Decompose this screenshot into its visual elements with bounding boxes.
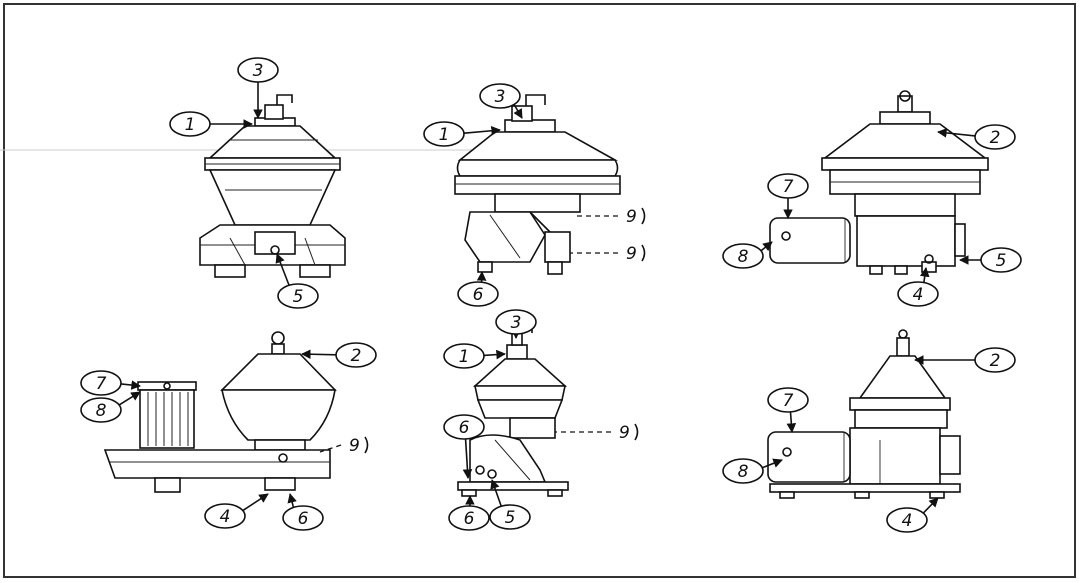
callout-unit-d-2: 2	[301, 342, 377, 368]
callout-number: 6	[298, 509, 309, 529]
callout-number: 4	[913, 285, 924, 305]
callout-number: 5	[293, 287, 304, 307]
callout-unit-b-6: 6	[457, 271, 499, 307]
callout-unit-a-3: 3	[237, 57, 279, 119]
callout-unit-b-9: 9	[570, 244, 646, 264]
callout-unit-d-6: 6	[282, 493, 324, 531]
callout-number: 9	[626, 207, 637, 227]
separator-unit-b	[454, 94, 621, 275]
callout-number: 9	[626, 244, 637, 264]
callout-unit-f-4: 4	[886, 497, 939, 533]
callout-number: 5	[505, 508, 516, 528]
callout-unit-c-5: 5	[959, 247, 1022, 273]
callout-unit-e-1: 1	[443, 343, 506, 369]
callout-number: 5	[996, 251, 1007, 271]
callout-unit-d-4: 4	[204, 493, 269, 529]
callout-number: 7	[783, 177, 794, 197]
callout-number: 2	[990, 351, 1001, 371]
callout-unit-e-6: 6	[448, 495, 490, 531]
callout-number: 1	[439, 125, 450, 145]
callout-number: 4	[902, 511, 913, 531]
callout-unit-c-8: 8	[722, 241, 773, 269]
callout-number: 3	[511, 313, 522, 333]
separator-unit-d	[103, 331, 337, 493]
callout-unit-d-8: 8	[80, 391, 141, 423]
callout-unit-f-8: 8	[722, 458, 783, 484]
callout-unit-c-4: 4	[897, 267, 939, 307]
callout-unit-b-3: 3	[479, 83, 523, 119]
callout-number: 7	[96, 374, 107, 394]
callout-number: 8	[96, 401, 107, 421]
callout-unit-c-2: 2	[937, 124, 1016, 150]
callout-number: 2	[351, 346, 362, 366]
callout-number: 6	[473, 285, 484, 305]
separator-unit-e	[457, 324, 569, 497]
callout-unit-c-7: 7	[767, 173, 809, 219]
separator-unit-f	[767, 329, 961, 499]
callout-number: 8	[738, 462, 749, 482]
callout-unit-e-5: 5	[489, 479, 531, 530]
callout-number: 9	[619, 423, 630, 443]
callout-unit-b-9: 9	[575, 207, 646, 227]
callout-number: 8	[738, 247, 749, 267]
callout-unit-d-7: 7	[80, 370, 141, 396]
callout-number: 6	[464, 509, 475, 529]
callout-number: 2	[990, 128, 1001, 148]
callout-unit-a-1: 1	[169, 111, 253, 137]
separator-unit-a	[199, 94, 346, 278]
callout-unit-e-9: 9	[555, 423, 639, 443]
callout-unit-a-5: 5	[275, 253, 319, 309]
callout-number: 7	[783, 391, 794, 411]
callout-unit-d-9: 9	[319, 436, 369, 456]
callout-number: 6	[459, 418, 470, 438]
callout-number: 1	[185, 115, 196, 135]
callout-layer: 1 3 5 1 3 6 9 9 2 7 8 5 4 2 7 8 9 4 6 1 3 6 9 6 5 2 7 8 4	[80, 57, 1022, 533]
callout-unit-e-3: 3	[495, 309, 537, 339]
callout-number: 3	[253, 61, 264, 81]
callout-number: 3	[495, 87, 506, 107]
callout-number: 1	[459, 347, 470, 367]
callout-unit-b-1: 1	[423, 121, 501, 147]
callout-unit-f-2: 2	[914, 347, 1016, 373]
callout-number: 4	[220, 507, 231, 527]
callout-number: 9	[349, 436, 360, 456]
callout-unit-f-7: 7	[767, 387, 809, 433]
callout-unit-e-6: 6	[443, 414, 485, 479]
